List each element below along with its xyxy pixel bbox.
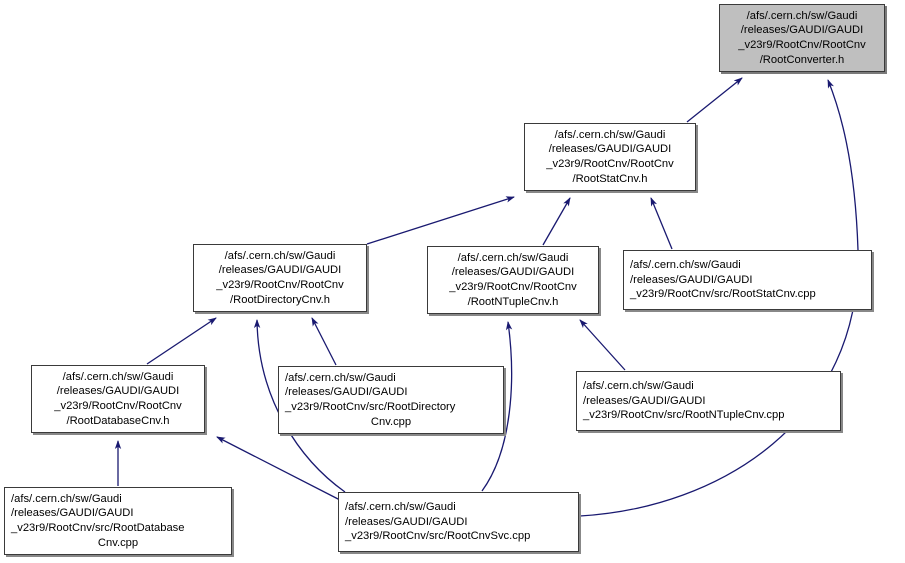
node-label-line: _v23r9/RootCnv/src/RootNTupleCnv.cpp xyxy=(583,409,785,422)
node-label-line: /releases/GAUDI/GAUDI xyxy=(11,507,134,520)
graph-node-rootcnvsvc_cpp[interactable]: /afs/.cern.ch/sw/Gaudi/releases/GAUDI/GA… xyxy=(338,492,579,552)
node-label-line: /RootNTupleCnv.h xyxy=(467,295,559,308)
node-label-line: /afs/.cern.ch/sw/Gaudi xyxy=(630,259,741,272)
node-label-line: /releases/GAUDI/GAUDI xyxy=(56,385,180,398)
node-label-line: _v23r9/RootCnv/src/RootCnvSvc.cpp xyxy=(345,530,531,543)
edge-rootdatabasecnv-h-to-rootdirectorycnv-h xyxy=(146,317,217,365)
edge-rootstatcnv-h-to-rootconverter-h xyxy=(686,77,743,123)
node-label-line: /afs/.cern.ch/sw/Gaudi xyxy=(583,380,694,393)
node-label-line: /releases/GAUDI/GAUDI xyxy=(345,515,468,528)
node-label-line: /releases/GAUDI/GAUDI xyxy=(630,273,753,286)
node-label-line: /afs/.cern.ch/sw/Gaudi xyxy=(11,492,122,505)
node-label-line: /RootStatCnv.h xyxy=(572,172,648,185)
node-label-line: _v23r9/RootCnv/RootCnv xyxy=(546,158,674,170)
node-label-line: /RootDatabaseCnv.h xyxy=(66,414,170,427)
edge-rootntuplecnv-h-to-rootstatcnv-h xyxy=(542,197,571,246)
node-label-line: /RootDirectoryCnv.h xyxy=(230,293,330,306)
node-label-line: _v23r9/RootCnv/RootCnv xyxy=(216,279,344,291)
node-label-line: /releases/GAUDI/GAUDI xyxy=(451,266,575,279)
graph-node-rootdirectorycnv_h[interactable]: /afs/.cern.ch/sw/Gaudi/releases/GAUDI/GA… xyxy=(193,244,367,312)
edge-rootcnvsvc-cpp-to-rootdatabasecnv-h xyxy=(216,436,341,501)
node-label-line: _v23r9/RootCnv/src/RootDirectory xyxy=(285,401,456,413)
node-label-line: /releases/GAUDI/GAUDI xyxy=(583,394,706,407)
node-label-line: _v23r9/RootCnv/RootCnv xyxy=(54,400,182,412)
node-label-line: /RootConverter.h xyxy=(759,53,845,66)
node-label-line: /afs/.cern.ch/sw/Gaudi xyxy=(746,9,858,22)
node-label-line: Cnv.cpp xyxy=(97,536,139,549)
graph-node-rootstatcnv_cpp[interactable]: /afs/.cern.ch/sw/Gaudi/releases/GAUDI/GA… xyxy=(623,250,872,310)
edge-rootntuplecnv-cpp-to-rootntuplecnv-h xyxy=(579,319,626,371)
node-label-line: /releases/GAUDI/GAUDI xyxy=(218,264,342,277)
node-label-line: /afs/.cern.ch/sw/Gaudi xyxy=(285,371,396,384)
node-label-line: /releases/GAUDI/GAUDI xyxy=(740,24,864,37)
edge-rootstatcnv-cpp-to-rootstatcnv-h xyxy=(650,197,673,250)
node-label-line: /releases/GAUDI/GAUDI xyxy=(548,143,672,156)
node-label-line: _v23r9/RootCnv/RootCnv xyxy=(449,281,577,293)
graph-node-rootntuplecnv_cpp[interactable]: /afs/.cern.ch/sw/Gaudi/releases/GAUDI/GA… xyxy=(576,371,841,431)
graph-node-rootconverter_h[interactable]: /afs/.cern.ch/sw/Gaudi/releases/GAUDI/GA… xyxy=(719,4,885,72)
node-label-line: /afs/.cern.ch/sw/Gaudi xyxy=(62,370,174,383)
edge-rootdirectorycnv-cpp-to-rootdirectorycnv-h xyxy=(311,317,337,366)
graph-node-rootdirectorycnv_cpp[interactable]: /afs/.cern.ch/sw/Gaudi/releases/GAUDI/GA… xyxy=(278,366,504,434)
graph-node-rootdatabasecnv_h[interactable]: /afs/.cern.ch/sw/Gaudi/releases/GAUDI/GA… xyxy=(31,365,205,433)
graph-node-rootntuplecnv_h[interactable]: /afs/.cern.ch/sw/Gaudi/releases/GAUDI/GA… xyxy=(427,246,599,314)
node-label-line: _v23r9/RootCnv/src/RootStatCnv.cpp xyxy=(630,288,816,301)
node-label-line: /releases/GAUDI/GAUDI xyxy=(285,386,408,399)
node-label-line: /afs/.cern.ch/sw/Gaudi xyxy=(554,128,666,141)
node-label-line: Cnv.cpp xyxy=(370,415,412,428)
node-label-line: _v23r9/RootCnv/RootCnv xyxy=(738,39,866,51)
graph-node-rootstatcnv_h[interactable]: /afs/.cern.ch/sw/Gaudi/releases/GAUDI/GA… xyxy=(524,123,696,191)
graph-node-rootdatabasecnv_cpp[interactable]: /afs/.cern.ch/sw/Gaudi/releases/GAUDI/GA… xyxy=(4,487,232,555)
edge-rootdirectorycnv-h-to-rootstatcnv-h xyxy=(366,196,515,245)
node-label-line: /afs/.cern.ch/sw/Gaudi xyxy=(345,501,456,514)
node-label-line: /afs/.cern.ch/sw/Gaudi xyxy=(224,249,336,262)
node-label-line: _v23r9/RootCnv/src/RootDatabase xyxy=(11,522,185,534)
node-label-line: /afs/.cern.ch/sw/Gaudi xyxy=(457,251,569,264)
